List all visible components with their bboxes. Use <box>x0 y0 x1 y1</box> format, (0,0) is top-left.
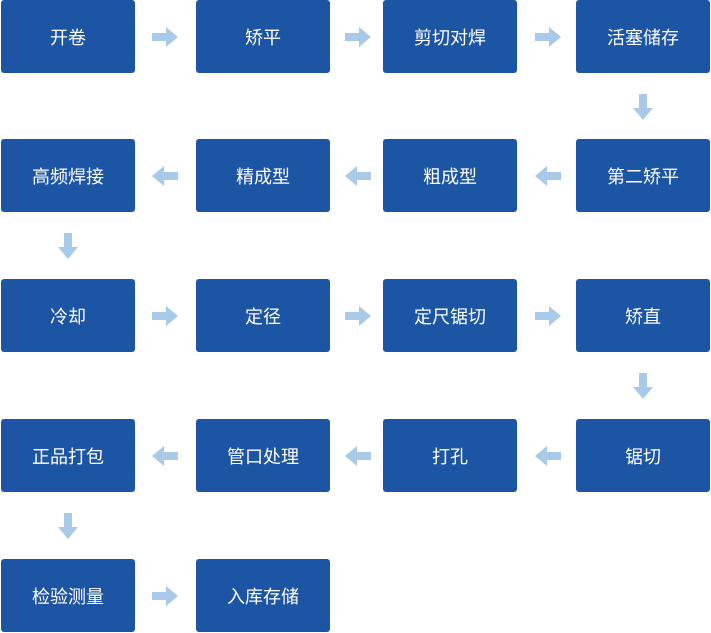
step-uncoiling: 开卷 <box>1 0 135 73</box>
step-pipe-end: 管口处理 <box>196 419 330 492</box>
arrow-right-icon <box>535 24 561 50</box>
arrow-right-icon <box>152 583 178 609</box>
step-fixed-length-saw: 定尺锯切 <box>383 279 517 352</box>
step-warehousing: 入库存储 <box>196 559 330 632</box>
step-shear-welding: 剪切对焊 <box>383 0 517 73</box>
arrow-right-icon <box>152 24 178 50</box>
step-punching: 打孔 <box>383 419 517 492</box>
arrow-left-icon <box>152 163 178 189</box>
step-fine-forming: 精成型 <box>196 139 330 212</box>
step-straightening: 矫直 <box>576 279 710 352</box>
step-rough-forming: 粗成型 <box>383 139 517 212</box>
step-hf-welding: 高频焊接 <box>1 139 135 212</box>
arrow-left-icon <box>535 163 561 189</box>
step-inspection: 检验测量 <box>1 559 135 632</box>
step-leveling: 矫平 <box>196 0 330 73</box>
arrow-down-icon <box>630 94 656 120</box>
step-packing: 正品打包 <box>1 419 135 492</box>
step-cooling: 冷却 <box>1 279 135 352</box>
arrow-right-icon <box>345 24 371 50</box>
arrow-down-icon <box>630 373 656 399</box>
step-piston-storage: 活塞储存 <box>576 0 710 73</box>
step-sawing: 锯切 <box>576 419 710 492</box>
arrow-left-icon <box>345 443 371 469</box>
arrow-left-icon <box>535 443 561 469</box>
arrow-down-icon <box>55 233 81 259</box>
arrow-left-icon <box>152 443 178 469</box>
arrow-right-icon <box>345 303 371 329</box>
step-sizing: 定径 <box>196 279 330 352</box>
arrow-right-icon <box>152 303 178 329</box>
step-second-leveling: 第二矫平 <box>576 139 710 212</box>
arrow-down-icon <box>55 513 81 539</box>
arrow-right-icon <box>535 303 561 329</box>
arrow-left-icon <box>345 163 371 189</box>
